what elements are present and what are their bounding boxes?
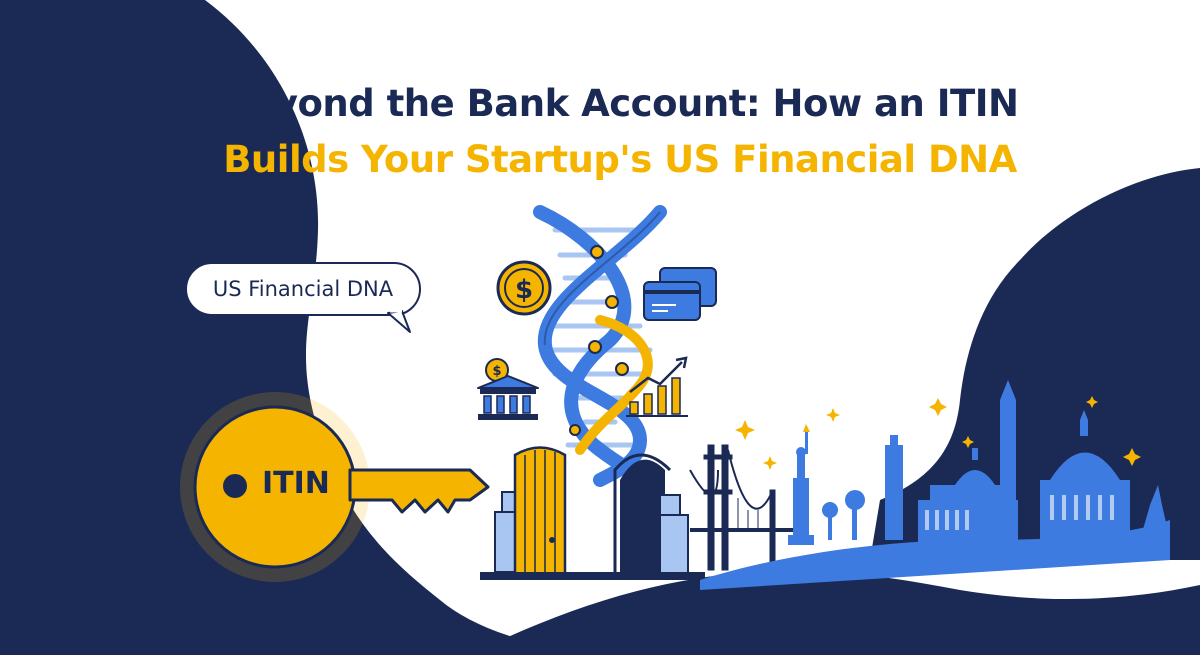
- credit-card-icon: [643, 267, 717, 321]
- skyline-icon: [700, 380, 1170, 590]
- capitol-icon: [918, 380, 1130, 545]
- bank-icon: $: [477, 358, 539, 420]
- speech-bubble-text: US Financial DNA: [212, 277, 394, 301]
- right-navy-wave: [870, 168, 1200, 560]
- dollar-coin-icon: $: [496, 260, 552, 316]
- headline-line-1: Beyond the Bank Account: How an ITIN: [221, 82, 1019, 125]
- headline-line-2: Builds Your Startup's US Financial DNA: [223, 138, 1017, 181]
- growth-chart-icon: [626, 356, 688, 417]
- sparkle-icon: [735, 396, 1141, 470]
- left-navy-wave: [0, 0, 600, 655]
- golden-gate-bridge-icon: [689, 444, 800, 571]
- key-hole-icon: [223, 474, 247, 498]
- key-icon: [180, 392, 490, 582]
- key-label: ITIN: [262, 466, 330, 501]
- dna-helix-icon: [533, 205, 667, 487]
- statue-of-liberty-icon: [788, 424, 814, 545]
- svg-text:$: $: [515, 275, 533, 305]
- svg-text:$: $: [492, 364, 501, 379]
- speech-bubble: [185, 262, 421, 333]
- door-icon: [480, 446, 705, 580]
- bottom-navy-wave: [470, 570, 1200, 655]
